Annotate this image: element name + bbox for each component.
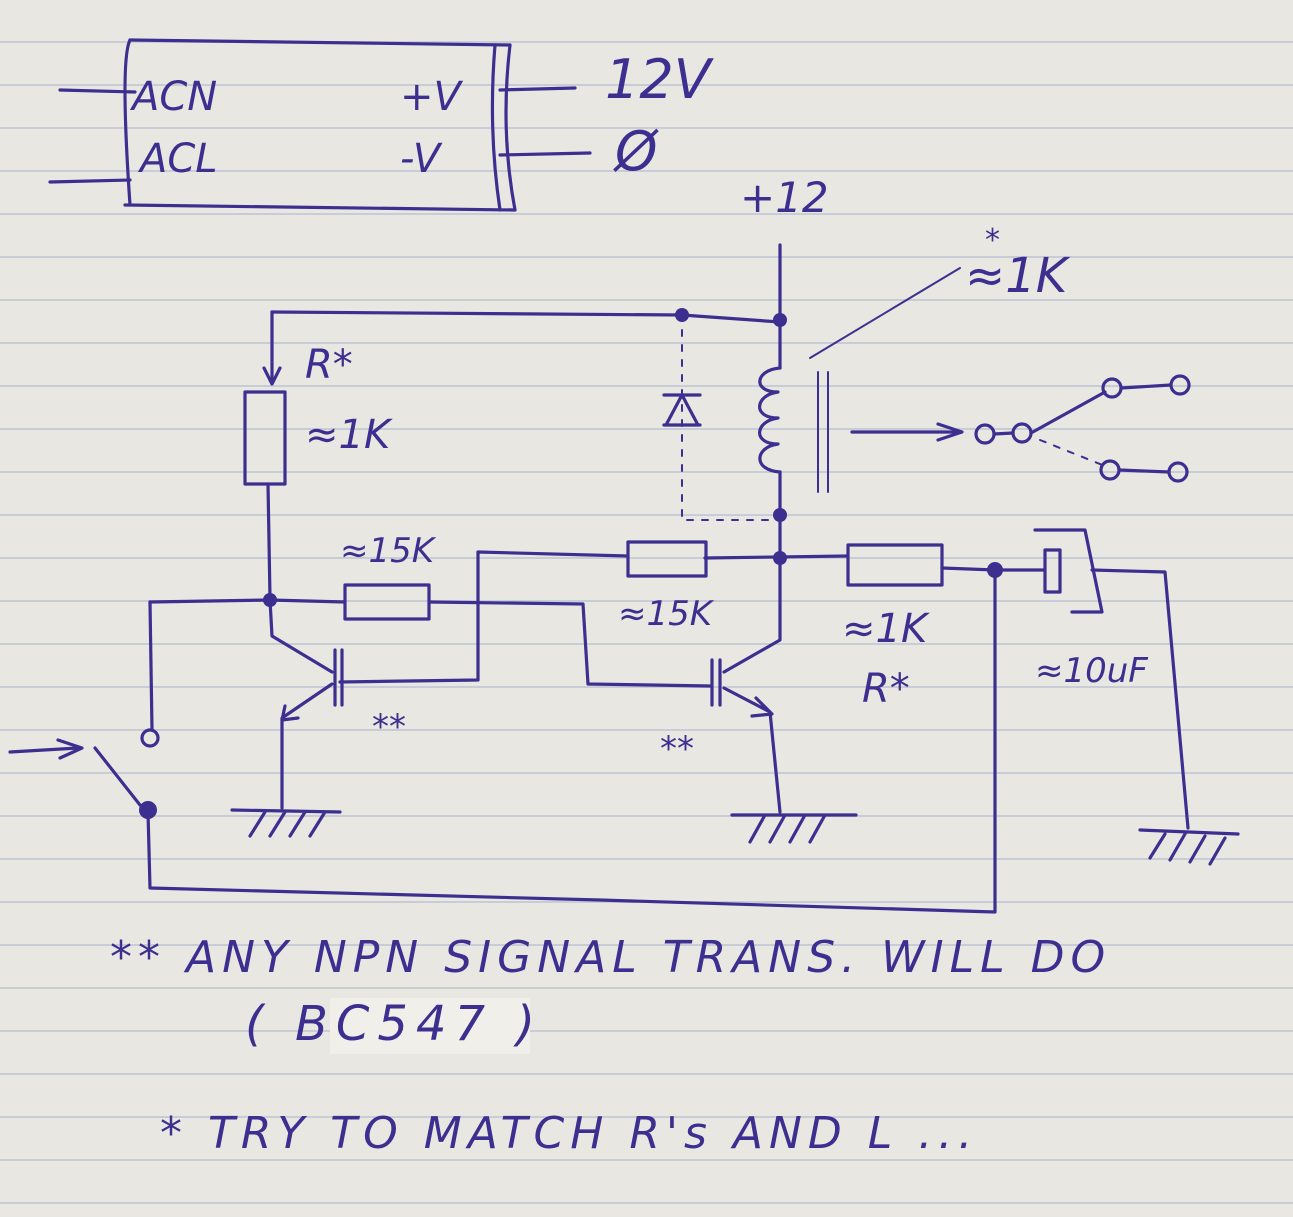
coil-value-label: ≈1K [965, 248, 1071, 304]
switch-pivot [139, 801, 157, 819]
ground-icon [1138, 828, 1240, 866]
transistor-q2-icon [710, 556, 782, 814]
relay-coil-icon [758, 366, 782, 474]
node-wire [703, 554, 850, 560]
ground-icon [230, 808, 342, 838]
top-rail-wire [270, 310, 782, 324]
r-top-value-label: ≈1K [305, 412, 393, 458]
switch-wire [148, 600, 154, 732]
arrowhead-icon [56, 738, 84, 760]
switch-contact [140, 728, 160, 748]
note-part-number: ( BC547 ) [245, 996, 543, 1052]
resistor-r-top [243, 390, 287, 486]
r-top-wire [266, 482, 272, 600]
ground-icon [730, 813, 858, 844]
r-base2-value-label: ≈15K [618, 594, 715, 634]
switch-actuation-arrow [8, 746, 80, 754]
note-highlight [330, 998, 530, 1054]
diode-wire [681, 314, 781, 521]
psu-output-negative-label: -V [400, 136, 443, 182]
feedback-wire [338, 550, 630, 684]
switch-blade [93, 746, 142, 807]
arrowhead-icon [750, 696, 774, 718]
q1-mark-label: ** [372, 707, 406, 747]
resistor-15k-left [343, 583, 431, 621]
r-base1-value-label: ≈15K [340, 531, 437, 571]
capacitor-ground-wire [1090, 568, 1190, 830]
r-top-name-label: R* [305, 342, 353, 388]
transistor-q1-icon [268, 598, 344, 810]
rail-ground-label: Ø [613, 120, 659, 183]
arrowhead-icon [280, 704, 300, 722]
psu-output-positive-label: +V [400, 74, 464, 120]
rail-positive-label: 12V [605, 48, 715, 111]
note-match: * TRY TO MATCH R's AND L ... [160, 1108, 978, 1159]
arrowhead-icon [936, 422, 964, 442]
coil-pointer-line [809, 267, 961, 359]
q1-coupling-wire [427, 600, 712, 688]
q2-mark-label: ** [660, 729, 694, 769]
q1-base-wire [148, 598, 347, 604]
return-wire [146, 568, 997, 914]
psu-input-neutral-label: ACN [129, 74, 217, 120]
arrowhead-icon [262, 366, 282, 386]
diode-icon [662, 393, 702, 427]
capacitor-value-label: ≈10uF [1035, 651, 1148, 691]
resistor-1k-out [846, 543, 944, 587]
resistor-15k-right [626, 540, 708, 578]
r-out-name-label: R* [862, 666, 910, 712]
note-transistor: ** ANY NPN SIGNAL TRANS. WILL DO [110, 932, 1111, 983]
coil-marker: * [985, 223, 1000, 258]
r-out-value-label: ≈1K [842, 606, 930, 652]
power-supply-block [48, 38, 592, 212]
supply-label: +12 [740, 173, 829, 222]
psu-input-live-label: ACL [137, 136, 218, 182]
relay-switch-contacts [974, 374, 1191, 483]
